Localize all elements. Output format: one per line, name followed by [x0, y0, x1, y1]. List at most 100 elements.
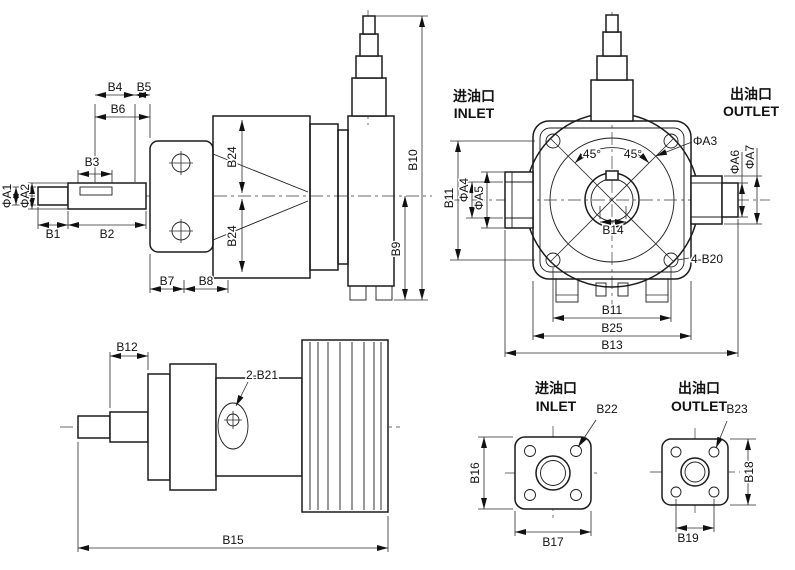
outlet-label-cn: 出油口: [730, 86, 772, 102]
dim-b1: B1: [46, 227, 61, 241]
valve-mid: [596, 55, 628, 81]
dim-b12: B12: [116, 340, 138, 354]
corner-bolt-hole: [545, 133, 561, 149]
drain-plug: [595, 282, 607, 297]
bottom-side-view: B12 2-B21 B15: [60, 339, 400, 552]
front-view: 45° 45° 进油口 INLET 出油口 OUTLET ΦA3: [441, 12, 781, 357]
shaft-key: [79, 186, 113, 196]
flange-bolt-hole: [708, 446, 720, 458]
inlet-label-en: INLET: [454, 105, 495, 121]
dim-b2: B2: [100, 227, 115, 241]
dim-b24-lower: B24: [225, 225, 239, 247]
inlet-port: [504, 171, 534, 229]
dim-b23: B23: [726, 402, 748, 416]
dim-b13: B13: [601, 338, 623, 352]
foot: [645, 278, 669, 303]
front-flange: [147, 373, 171, 481]
dim-b11-bottom: B11: [602, 303, 623, 317]
mid-housing: [215, 377, 303, 477]
valve-cap: [362, 15, 376, 35]
dim-angle-left: 45°: [583, 147, 601, 161]
dim-b20: 4-B20: [691, 252, 723, 266]
flange-bolt-hole: [570, 445, 582, 457]
dim-b25: B25: [601, 321, 623, 335]
corner-bolt-hole: [545, 252, 561, 268]
outlet-flange-plate: [661, 438, 729, 506]
dim-phi-a4: ΦA4: [457, 178, 471, 203]
dim-b9: B9: [389, 241, 403, 256]
flange-bolt-hole: [524, 445, 536, 457]
inlet-flange-label-cn: 进油口: [535, 380, 577, 396]
dim-phi-a7: ΦA7: [743, 145, 757, 170]
dim-b5: B5: [137, 80, 152, 94]
dim-b7: B7: [160, 274, 175, 288]
dim-phi-a2: ΦA2: [18, 184, 32, 209]
foot: [349, 285, 367, 301]
inlet-flange-view: 进油口 INLET B22 B16 B17: [467, 379, 620, 551]
bearing-housing: [169, 363, 217, 491]
inlet-bore: [535, 455, 571, 491]
flange-bolt-hole: [570, 489, 582, 501]
dim-b11-left: B11: [442, 187, 456, 208]
dim-phi-a6: ΦA6: [728, 150, 742, 175]
dim-b14: B14: [602, 223, 624, 237]
dim-b10: B10: [406, 149, 420, 171]
valve-neck: [359, 33, 379, 57]
dim-b3: B3: [85, 155, 100, 169]
dim-b8: B8: [199, 274, 214, 288]
foot: [555, 278, 579, 303]
flange-bolt-hole: [670, 446, 682, 458]
diagonal-centerline: [550, 138, 674, 262]
flange-bolt-hole: [708, 486, 720, 498]
side-view: B4 B5 B6 B3 ΦA1 ΦA2 B1 B2 B24 B24 B7 B8: [0, 10, 432, 301]
dim-b17: B17: [542, 535, 564, 549]
port-circle: [549, 137, 675, 263]
outlet-bore-inner: [684, 461, 706, 483]
dim-b4: B4: [108, 80, 123, 94]
outlet-port: [690, 175, 723, 225]
dim-b22: B22: [596, 402, 618, 416]
pump-housing: [212, 115, 311, 279]
housing-ring: [337, 129, 349, 265]
shaft-body: [109, 411, 149, 443]
foot: [375, 285, 393, 301]
dim-phi-a1: ΦA1: [0, 184, 14, 209]
dim-b6: B6: [111, 102, 126, 116]
outlet-flange-label-cn: 出油口: [678, 380, 720, 396]
outlet-bore: [680, 457, 710, 487]
dim-b16: B16: [468, 462, 482, 484]
drain-plug: [617, 282, 629, 297]
outlet-flange-label-en: OUTLET: [671, 398, 727, 414]
dim-b18: B18: [742, 461, 756, 483]
valve-body: [590, 79, 634, 122]
dim-angle-right: 45°: [624, 147, 642, 161]
valve-cap: [605, 14, 619, 33]
dim-b19: B19: [677, 531, 699, 545]
dim-phi-a3: ΦA3: [693, 134, 718, 148]
housing-step: [309, 123, 339, 271]
keyway: [605, 170, 619, 181]
inlet-flange-label-en: INLET: [536, 398, 577, 414]
flange-bolt-hole: [524, 489, 536, 501]
valve-body: [351, 77, 387, 117]
dim-b21: 2-B21: [246, 368, 278, 382]
outlet-stub: [721, 182, 739, 218]
shaft-end: [77, 415, 111, 439]
shaft-end: [37, 186, 69, 206]
mounting-flange: [149, 140, 214, 253]
flange-bolt-hole: [670, 486, 682, 498]
dim-phi-a5: ΦA5: [472, 186, 486, 211]
port-boss: [217, 402, 249, 450]
inlet-flange-plate: [514, 436, 592, 510]
end-cap: [347, 115, 395, 287]
outlet-label-en: OUTLET: [723, 103, 779, 119]
inlet-bore-inner: [540, 460, 566, 486]
dim-b24-upper: B24: [225, 146, 239, 168]
outlet-flange-view: 出油口 OUTLET B23 B18 B19: [650, 379, 758, 547]
valve-neck: [602, 31, 622, 57]
valve-block: [301, 339, 389, 513]
corner-bolt-hole: [663, 133, 679, 149]
valve-mid: [355, 55, 383, 79]
